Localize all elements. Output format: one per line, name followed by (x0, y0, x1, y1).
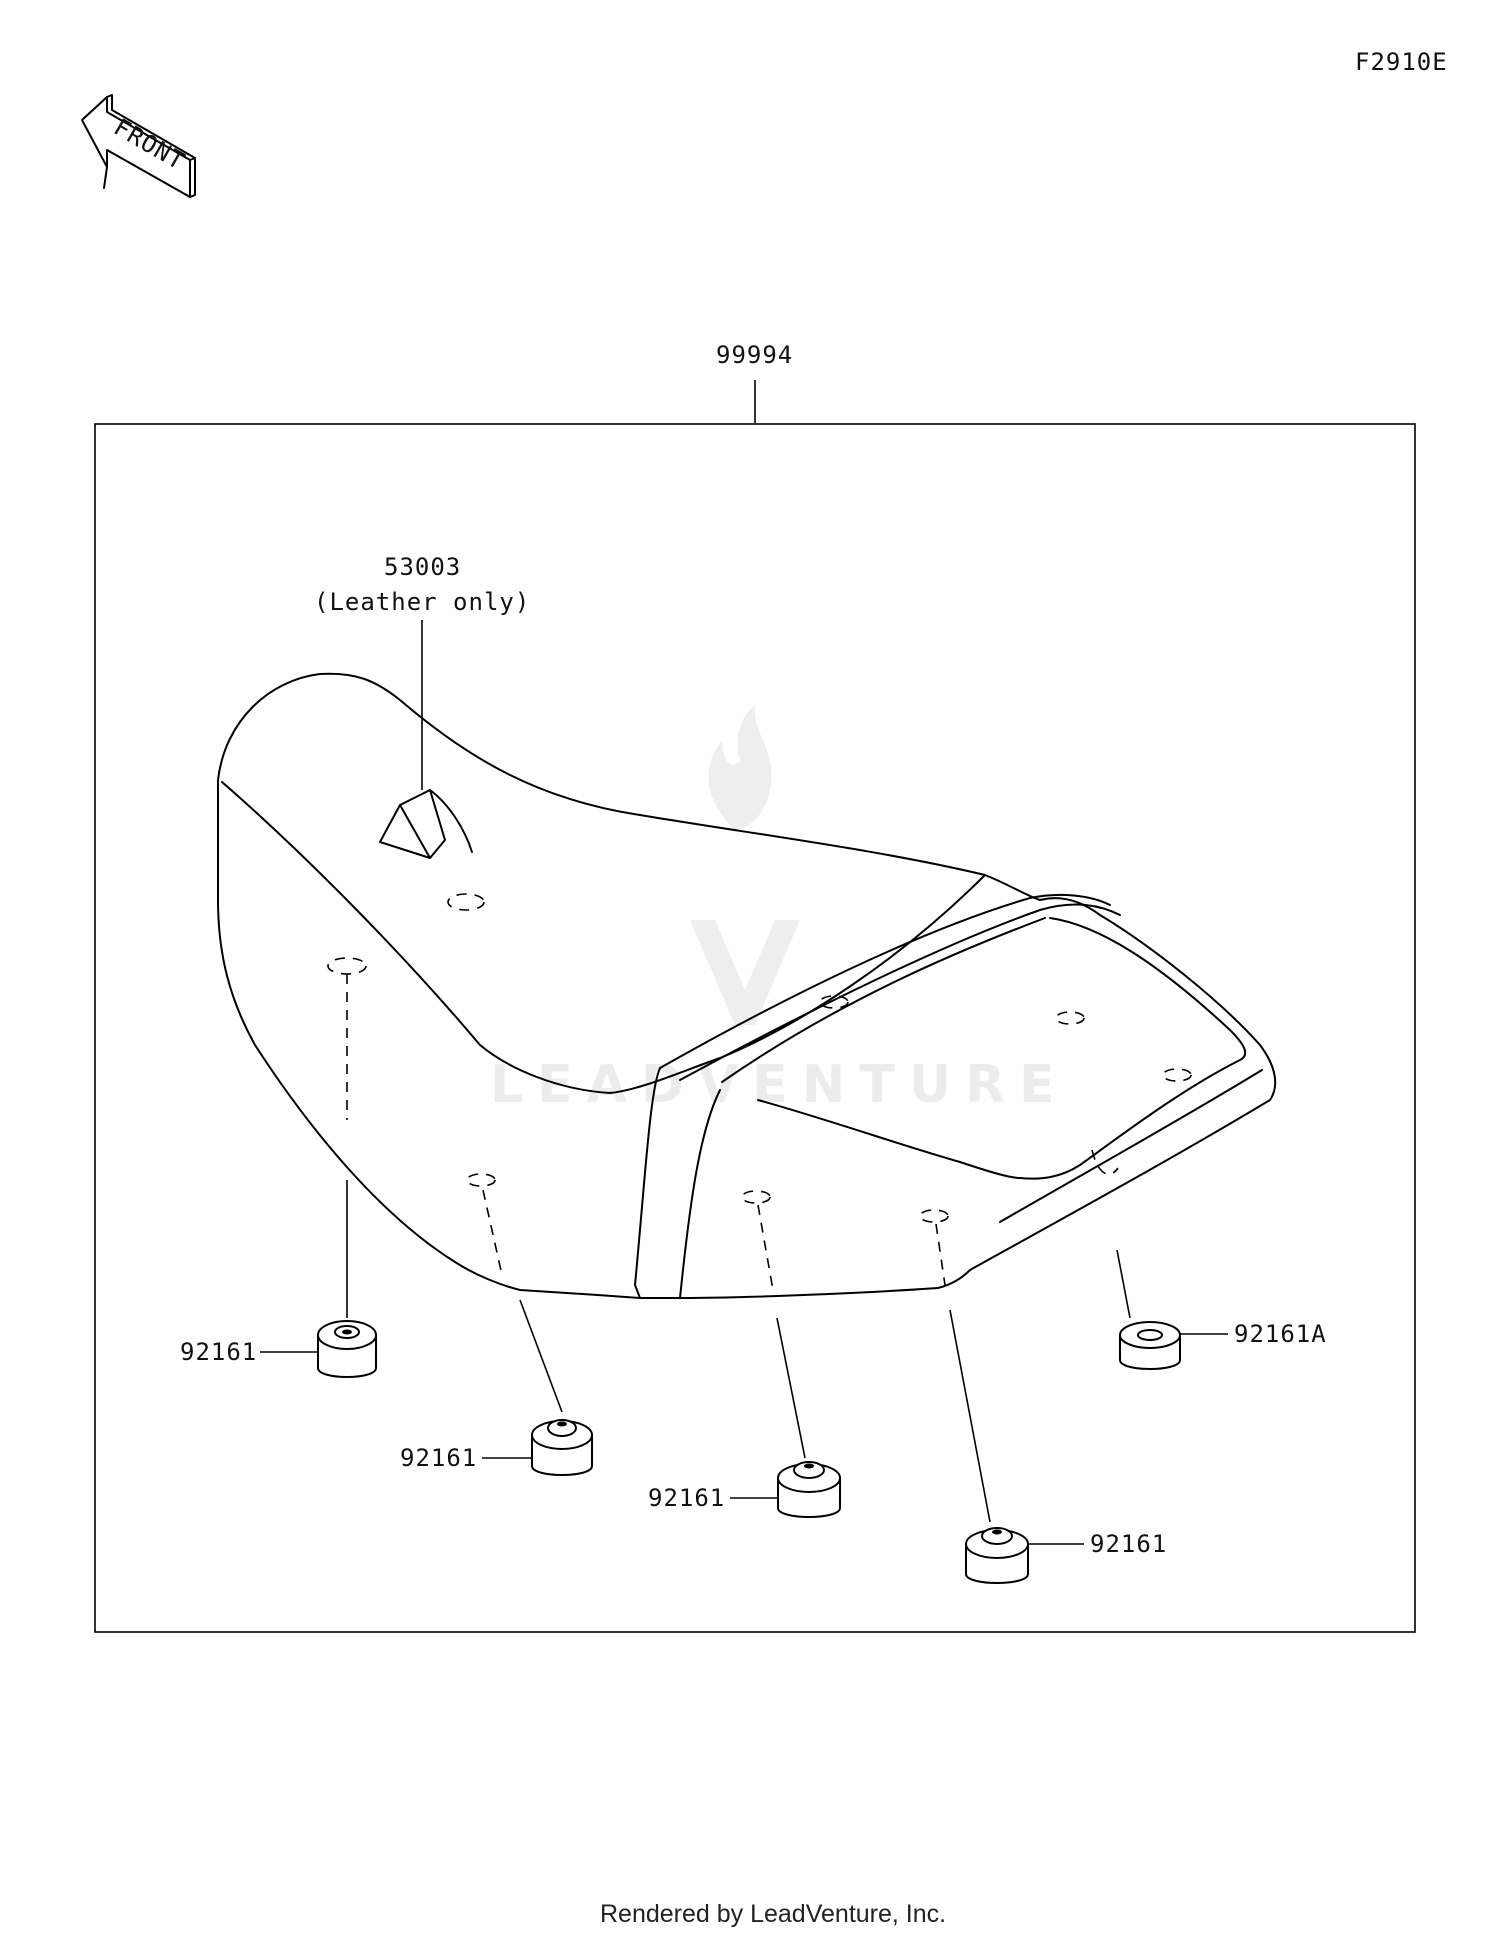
seat-body (217, 672, 1277, 1299)
part-92161a-label: 92161A (1234, 1320, 1327, 1348)
figure-code: F2910E (1355, 48, 1448, 76)
part-53003-number: 53003 (384, 553, 461, 581)
leadventure-watermark: LEADVENTURE (490, 705, 1055, 1115)
part-92161-label-2: 92161 (400, 1444, 477, 1472)
grommet-92161a (1119, 1321, 1181, 1370)
grommet-92161-2 (531, 1419, 593, 1476)
part-92161-label-1: 92161 (180, 1338, 257, 1366)
assembly-frame (94, 423, 1416, 1633)
grommet-92161-1 (317, 1320, 377, 1378)
part-92161-label-3: 92161 (648, 1484, 725, 1512)
grommet-guide-lines (346, 974, 1131, 1523)
part-53003-note: (Leather only) (314, 588, 530, 616)
grommet-92161-4 (965, 1527, 1029, 1584)
grommet-92161-3 (777, 1461, 841, 1518)
front-arrow-icon: FRONT (81, 94, 196, 198)
seat-label-tag-icon (379, 789, 473, 859)
front-label: FRONT (109, 113, 190, 176)
footer-credit: Rendered by LeadVenture, Inc. (600, 1900, 946, 1928)
part-92161-label-4: 92161 (1090, 1530, 1167, 1558)
seat-mounting-holes (327, 893, 1192, 1223)
assembly-part-number: 99994 (716, 341, 793, 369)
